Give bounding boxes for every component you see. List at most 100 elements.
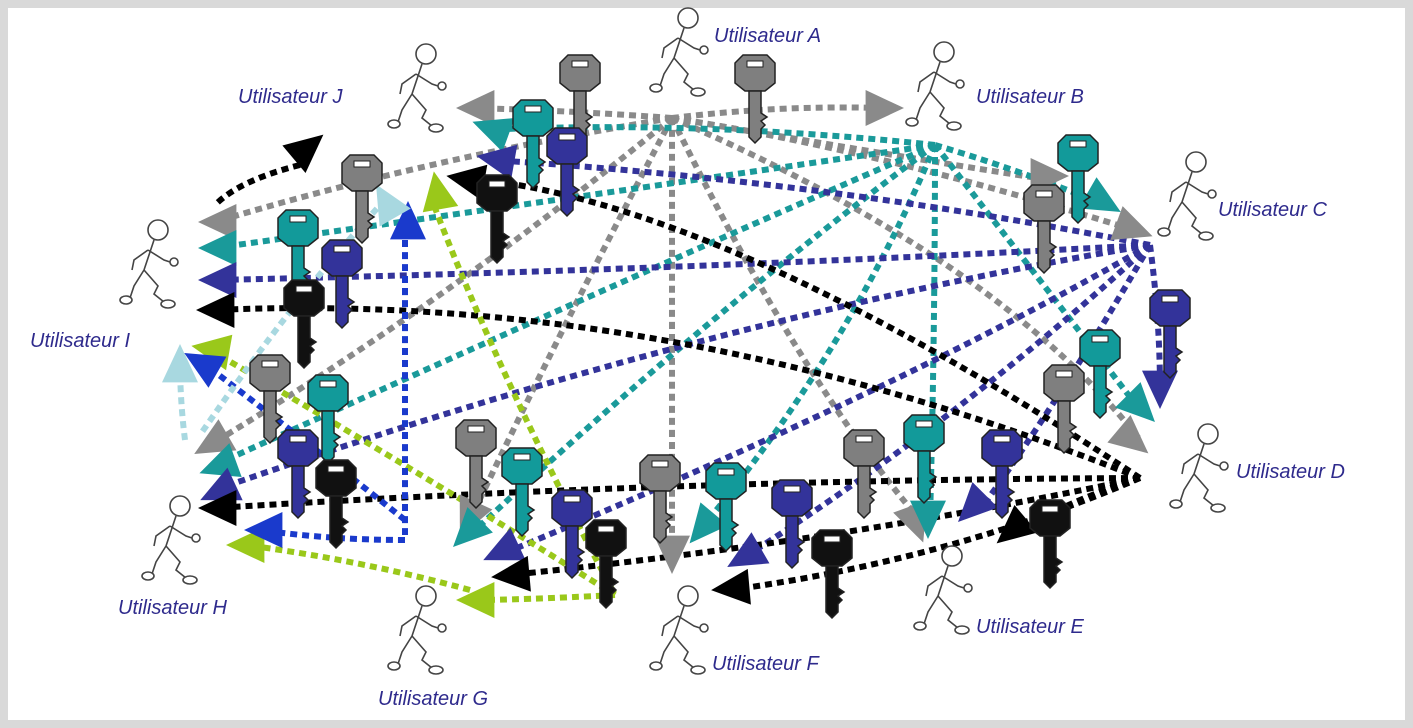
key-hole [327, 465, 345, 473]
key-head [771, 479, 813, 517]
figure-arms [1181, 453, 1221, 475]
figure-body [673, 27, 685, 59]
keys-layer [249, 54, 1191, 620]
key-hole [289, 215, 307, 223]
user-label-d: Utilisateur D [1236, 461, 1345, 483]
key-icon [811, 529, 853, 620]
link-line [738, 242, 1153, 563]
figure-legs [1179, 473, 1215, 507]
arrow-head-shape [199, 443, 242, 477]
key-hole [563, 495, 581, 503]
key-shaft [515, 483, 536, 538]
user-label-a: Utilisateur A [714, 25, 822, 47]
arrow-head-shape [226, 527, 265, 563]
figure-foot [905, 117, 919, 127]
key-head [307, 374, 349, 412]
key-shaft [825, 565, 846, 620]
key-hole [513, 453, 531, 461]
arrow-head-shape [196, 292, 235, 328]
figure-hand [1219, 461, 1229, 471]
stick-figure-icon-g [387, 585, 447, 675]
key-icon [321, 239, 363, 330]
key-shaft [1037, 220, 1058, 275]
figure-foot [428, 123, 444, 133]
arrow-head-icon [711, 568, 751, 605]
figure-head [415, 43, 437, 65]
arrow-head-shape [996, 504, 1038, 544]
figure-foot [428, 665, 444, 675]
figure-body [143, 239, 155, 271]
key-hole [597, 525, 615, 533]
arrow-head-icon [162, 344, 198, 383]
key-shaft [565, 525, 586, 580]
stick-figure-icon-j [387, 43, 447, 133]
user-label-i: Utilisateur I [30, 330, 131, 352]
key-shaft [355, 190, 376, 245]
link-line [464, 175, 1142, 481]
key-hole [333, 245, 351, 253]
figure-head [1197, 423, 1219, 445]
key-hole [915, 420, 933, 428]
figure-legs [397, 93, 433, 127]
key-head [321, 239, 363, 277]
key-head [1079, 329, 1121, 367]
key-shaft [490, 210, 511, 265]
key-hole [783, 485, 801, 493]
figure-legs [659, 635, 695, 669]
key-hole [1069, 140, 1087, 148]
figure-body [929, 61, 941, 93]
arrow-head-icon [422, 171, 459, 213]
arrow-head-icon [456, 582, 495, 618]
figure-foot [1198, 231, 1214, 241]
key-hole [289, 435, 307, 443]
arrow-head-shape [654, 535, 690, 574]
figure-hand [699, 45, 709, 55]
key-shaft [719, 498, 740, 553]
figure-body [165, 515, 177, 547]
arrow-head-icon [1107, 414, 1149, 454]
key-icon [705, 462, 747, 553]
user-label-g: Utilisateur G [378, 688, 489, 710]
figure-body [937, 565, 949, 597]
key-icon [981, 429, 1023, 520]
arrow-head-shape [727, 532, 770, 567]
key-hole [524, 105, 542, 113]
key-icon [512, 99, 554, 190]
key-head [903, 414, 945, 452]
arrow-head-shape [453, 507, 493, 547]
link-line [212, 162, 301, 208]
figure-legs [397, 635, 433, 669]
arrow-head-shape [472, 118, 515, 152]
figure-arms [917, 71, 957, 93]
arrow-head-shape [198, 490, 237, 526]
key-shaft [995, 465, 1016, 520]
arrow-head-shape [456, 90, 495, 126]
key-icon [639, 454, 681, 545]
figure-foot [1210, 503, 1226, 513]
figure-hand [955, 79, 965, 89]
key-shaft [653, 490, 674, 545]
arrow-head-icon [194, 419, 237, 454]
key-head [981, 429, 1023, 467]
key-head [501, 447, 543, 485]
figure-legs [1167, 201, 1203, 235]
arrow-head-shape [390, 201, 426, 240]
arrow-head-icon [1078, 177, 1121, 212]
arrow-head-shape [483, 527, 526, 561]
figure-foot [160, 299, 176, 309]
arrow-head-icon [184, 353, 227, 388]
key-icon [1057, 134, 1099, 225]
key-shaft [263, 390, 284, 445]
figure-body [1181, 171, 1193, 203]
arrow-head-icon [865, 90, 904, 126]
key-head [843, 429, 885, 467]
stick-figure-icon-e [913, 545, 973, 635]
figure-head [933, 41, 955, 63]
figure-legs [659, 57, 695, 91]
key-head [705, 462, 747, 500]
key-shaft [748, 90, 769, 145]
key-hole [1035, 190, 1053, 198]
link-line [729, 475, 1142, 593]
key-head [551, 489, 593, 527]
key-hole [651, 460, 669, 468]
